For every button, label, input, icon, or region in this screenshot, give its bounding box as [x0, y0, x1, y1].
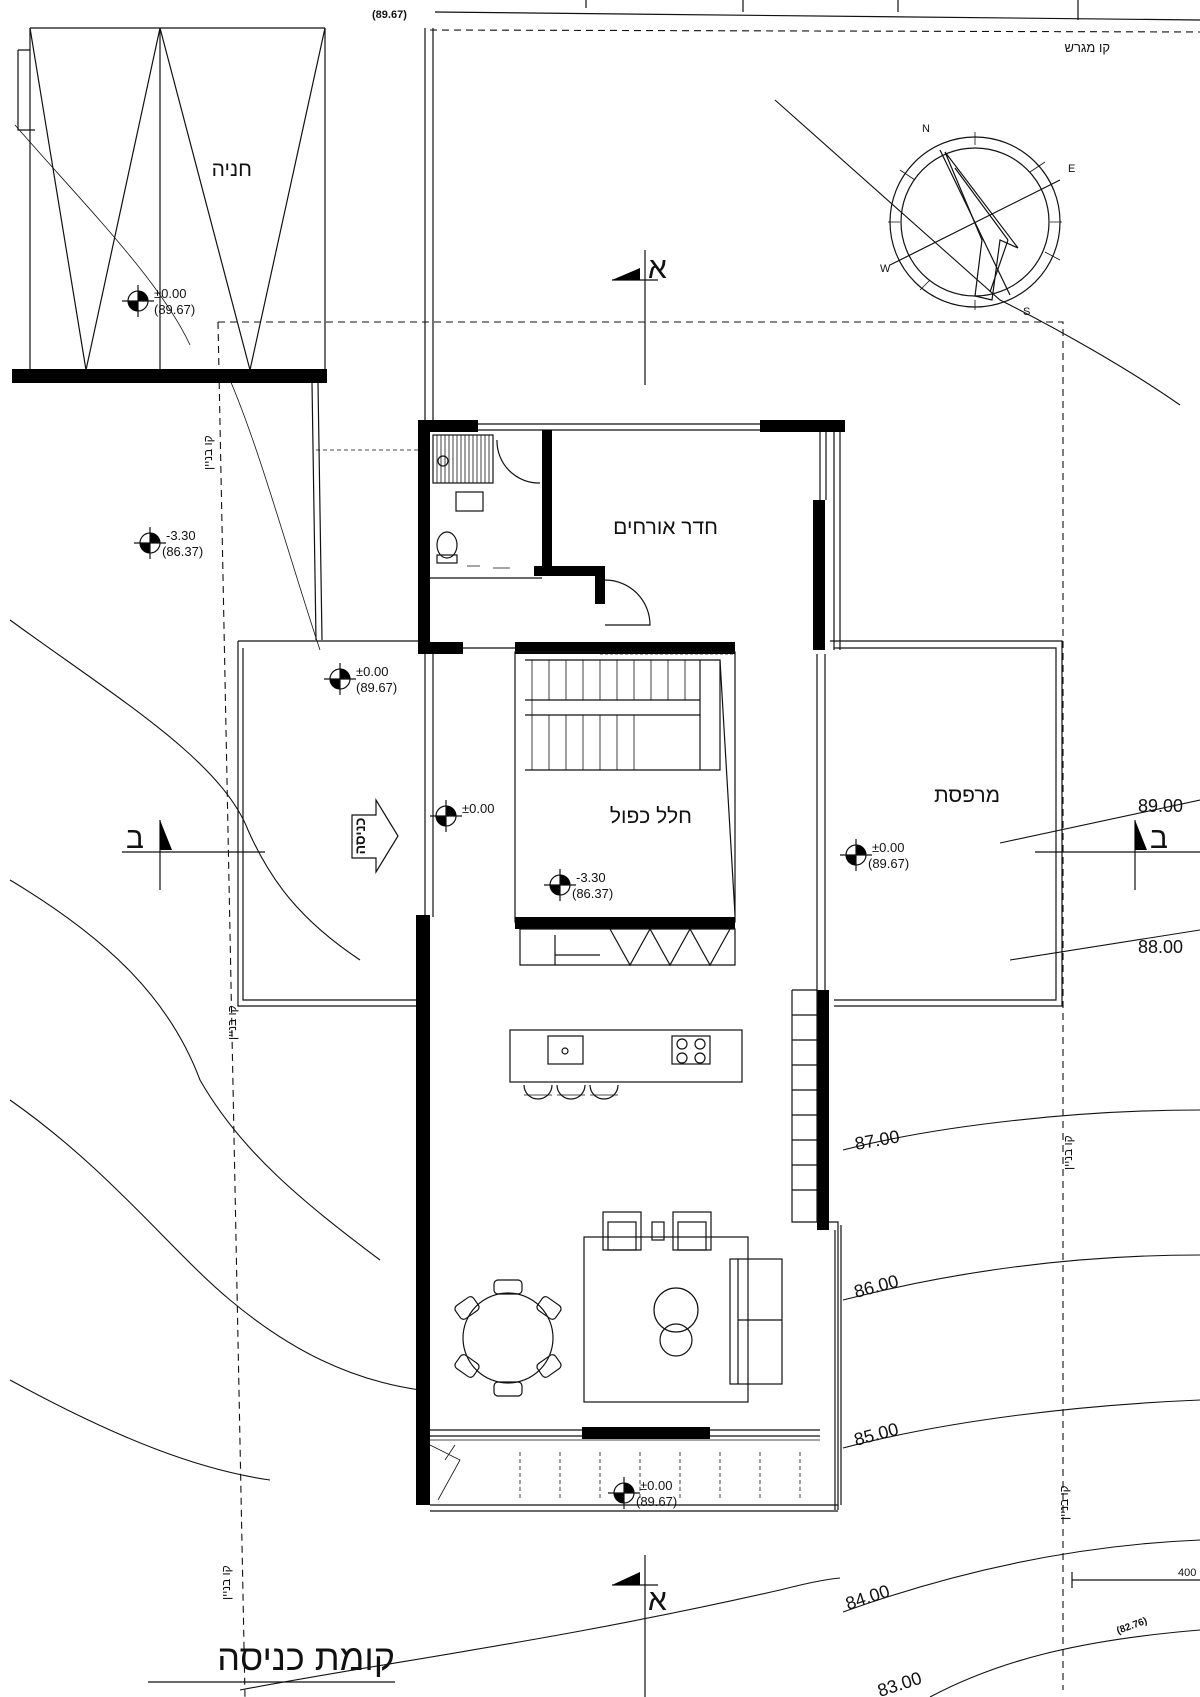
- level-marker-terrace: [840, 839, 872, 871]
- contour-label-83: 83.00: [875, 1668, 924, 1697]
- contour-line: [9, 619, 361, 961]
- level-marker-parking: [122, 285, 154, 317]
- contour-line: [1009, 929, 1200, 961]
- section-b-left-label: ב: [126, 822, 144, 855]
- section-a-top-label: א: [648, 252, 667, 285]
- parking-area: [12, 27, 434, 641]
- drawing-title: קומת כניסה: [217, 1637, 395, 1678]
- level-marker-double-space: [544, 869, 576, 901]
- dimension-label: 400: [1178, 1567, 1196, 1579]
- compass-s-label: S: [1023, 306, 1030, 318]
- compass-n-label: N: [922, 123, 930, 135]
- dining-table: [454, 1279, 562, 1397]
- text-labels: חניה חדר אורחים חלל כפול מרפסת קו מגרש ק…: [148, 9, 1200, 1697]
- level-marker-entrance-step: [324, 663, 356, 695]
- contour-label-85: 85.00: [852, 1419, 901, 1450]
- contour-line: [9, 879, 381, 1261]
- level-marker-south-deck: [608, 1477, 640, 1509]
- level-hall-rel: ±0.00: [462, 801, 494, 816]
- level-double-space-abs: (86.37): [572, 886, 613, 901]
- building-line-label-east-top: קו בניין: [1061, 1135, 1075, 1170]
- level-bottom-right: (82.76): [1115, 1616, 1149, 1637]
- level-double-space-rel: -3.30: [576, 870, 606, 885]
- plot-line-label: קו מגרש: [1064, 40, 1110, 55]
- terrace-deck: [830, 640, 1063, 1007]
- level-markers: [122, 285, 872, 1509]
- contour-line: [14, 124, 191, 346]
- contour-label-84: 84.00: [843, 1581, 892, 1614]
- entrance-arrow-icon: כניסה: [351, 797, 399, 875]
- contour-label-89: 89.00: [1138, 796, 1183, 816]
- contour-line: [842, 1254, 1200, 1301]
- terrain-contours: [9, 99, 1200, 1697]
- level-west-low-abs: (86.37): [162, 544, 203, 559]
- level-terrace-rel: ±0.00: [872, 840, 904, 855]
- contour-line: [842, 1539, 1200, 1613]
- double-space-label: חלל כפול: [610, 805, 692, 828]
- level-marker-hall: [430, 800, 462, 832]
- contour-label-87: 87.00: [853, 1126, 901, 1154]
- contour-line: [842, 1109, 1200, 1151]
- building-line-label-west-top: קו בניין: [201, 435, 215, 470]
- contour-line: [9, 1099, 421, 1391]
- level-entrance-abs: (89.67): [356, 680, 397, 695]
- building-line-label-west-bottom: קו בניין: [219, 1565, 233, 1600]
- contour-label-86: 86.00: [852, 1271, 901, 1302]
- level-terrace-abs: (89.67): [868, 856, 909, 871]
- contour-line: [229, 379, 321, 651]
- kitchen-furniture: [509, 927, 743, 1100]
- level-top-edge: (89.67): [372, 9, 407, 21]
- level-marker-west-low: [134, 527, 166, 559]
- wc-fixtures: [432, 434, 651, 626]
- building-line-label-west-mid: קו בניין: [225, 1005, 239, 1040]
- level-west-low-rel: -3.30: [166, 528, 196, 543]
- main-hall-walls: [416, 654, 842, 1512]
- contour-label-88: 88.00: [1138, 937, 1183, 957]
- contour-line: [774, 99, 1181, 406]
- boundary-lines: [217, 0, 1200, 1697]
- stair-double-space: [514, 642, 736, 929]
- entrance-deck: [237, 640, 430, 1007]
- compass-rose-icon: N E S W: [880, 123, 1075, 318]
- contour-line: [9, 1379, 271, 1481]
- level-parking-abs: (89.67): [154, 302, 195, 317]
- parking-label: חניה: [212, 158, 252, 181]
- level-parking-rel: ±0.00: [154, 286, 186, 301]
- building-line-outline: [217, 321, 1064, 1697]
- contour-line: [239, 1577, 841, 1691]
- section-b-right-label: ב: [1150, 822, 1168, 855]
- level-south-deck-rel: ±0.00: [640, 1478, 672, 1493]
- living-furniture: [583, 1211, 783, 1403]
- contour-line: [842, 1399, 1200, 1449]
- level-entrance-rel: ±0.00: [356, 664, 388, 679]
- building-line-label-east-bottom: קו בניין: [1057, 1485, 1071, 1520]
- contour-line: [929, 1629, 1200, 1697]
- compass-e-label: E: [1068, 163, 1075, 175]
- terrace-label: מרפסת: [934, 784, 1000, 807]
- section-markers: א א ב ב: [122, 250, 1200, 1697]
- compass-w-label: W: [880, 263, 891, 275]
- section-a-bottom-label: א: [648, 1584, 667, 1617]
- guest-room-label: חדר אורחים: [613, 516, 718, 539]
- contour-line: [999, 799, 1200, 844]
- level-south-deck-abs: (89.67): [636, 1494, 677, 1509]
- entrance-label: כניסה: [352, 818, 368, 855]
